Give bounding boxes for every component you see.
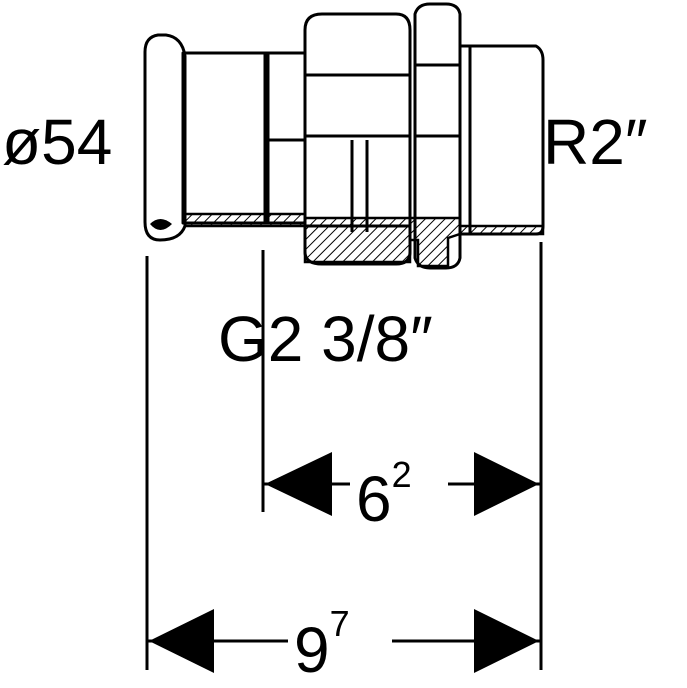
press-sleeve [181,51,270,225]
arrow-left-inner [265,452,332,516]
pipe-diameter-label: ø54 [2,106,112,178]
male-thread-label: R2″ [543,106,647,178]
dimension-inner-value: 62 [356,454,412,535]
arrow-right-inner [474,452,539,516]
arrow-left-outer [149,609,214,673]
extension-lines [145,242,543,670]
outer-dimension: 97 [147,603,541,686]
sleeve-collar [263,51,307,225]
threaded-end [458,44,545,236]
inner-dimension: 62 [263,452,541,535]
union-thread-label: G2 3/8″ [218,303,433,375]
arrow-right-outer [474,609,539,673]
press-end-outline [143,33,187,242]
press-seal [150,219,172,230]
dimension-outer-value: 97 [294,603,350,686]
section-hatch [183,212,545,268]
